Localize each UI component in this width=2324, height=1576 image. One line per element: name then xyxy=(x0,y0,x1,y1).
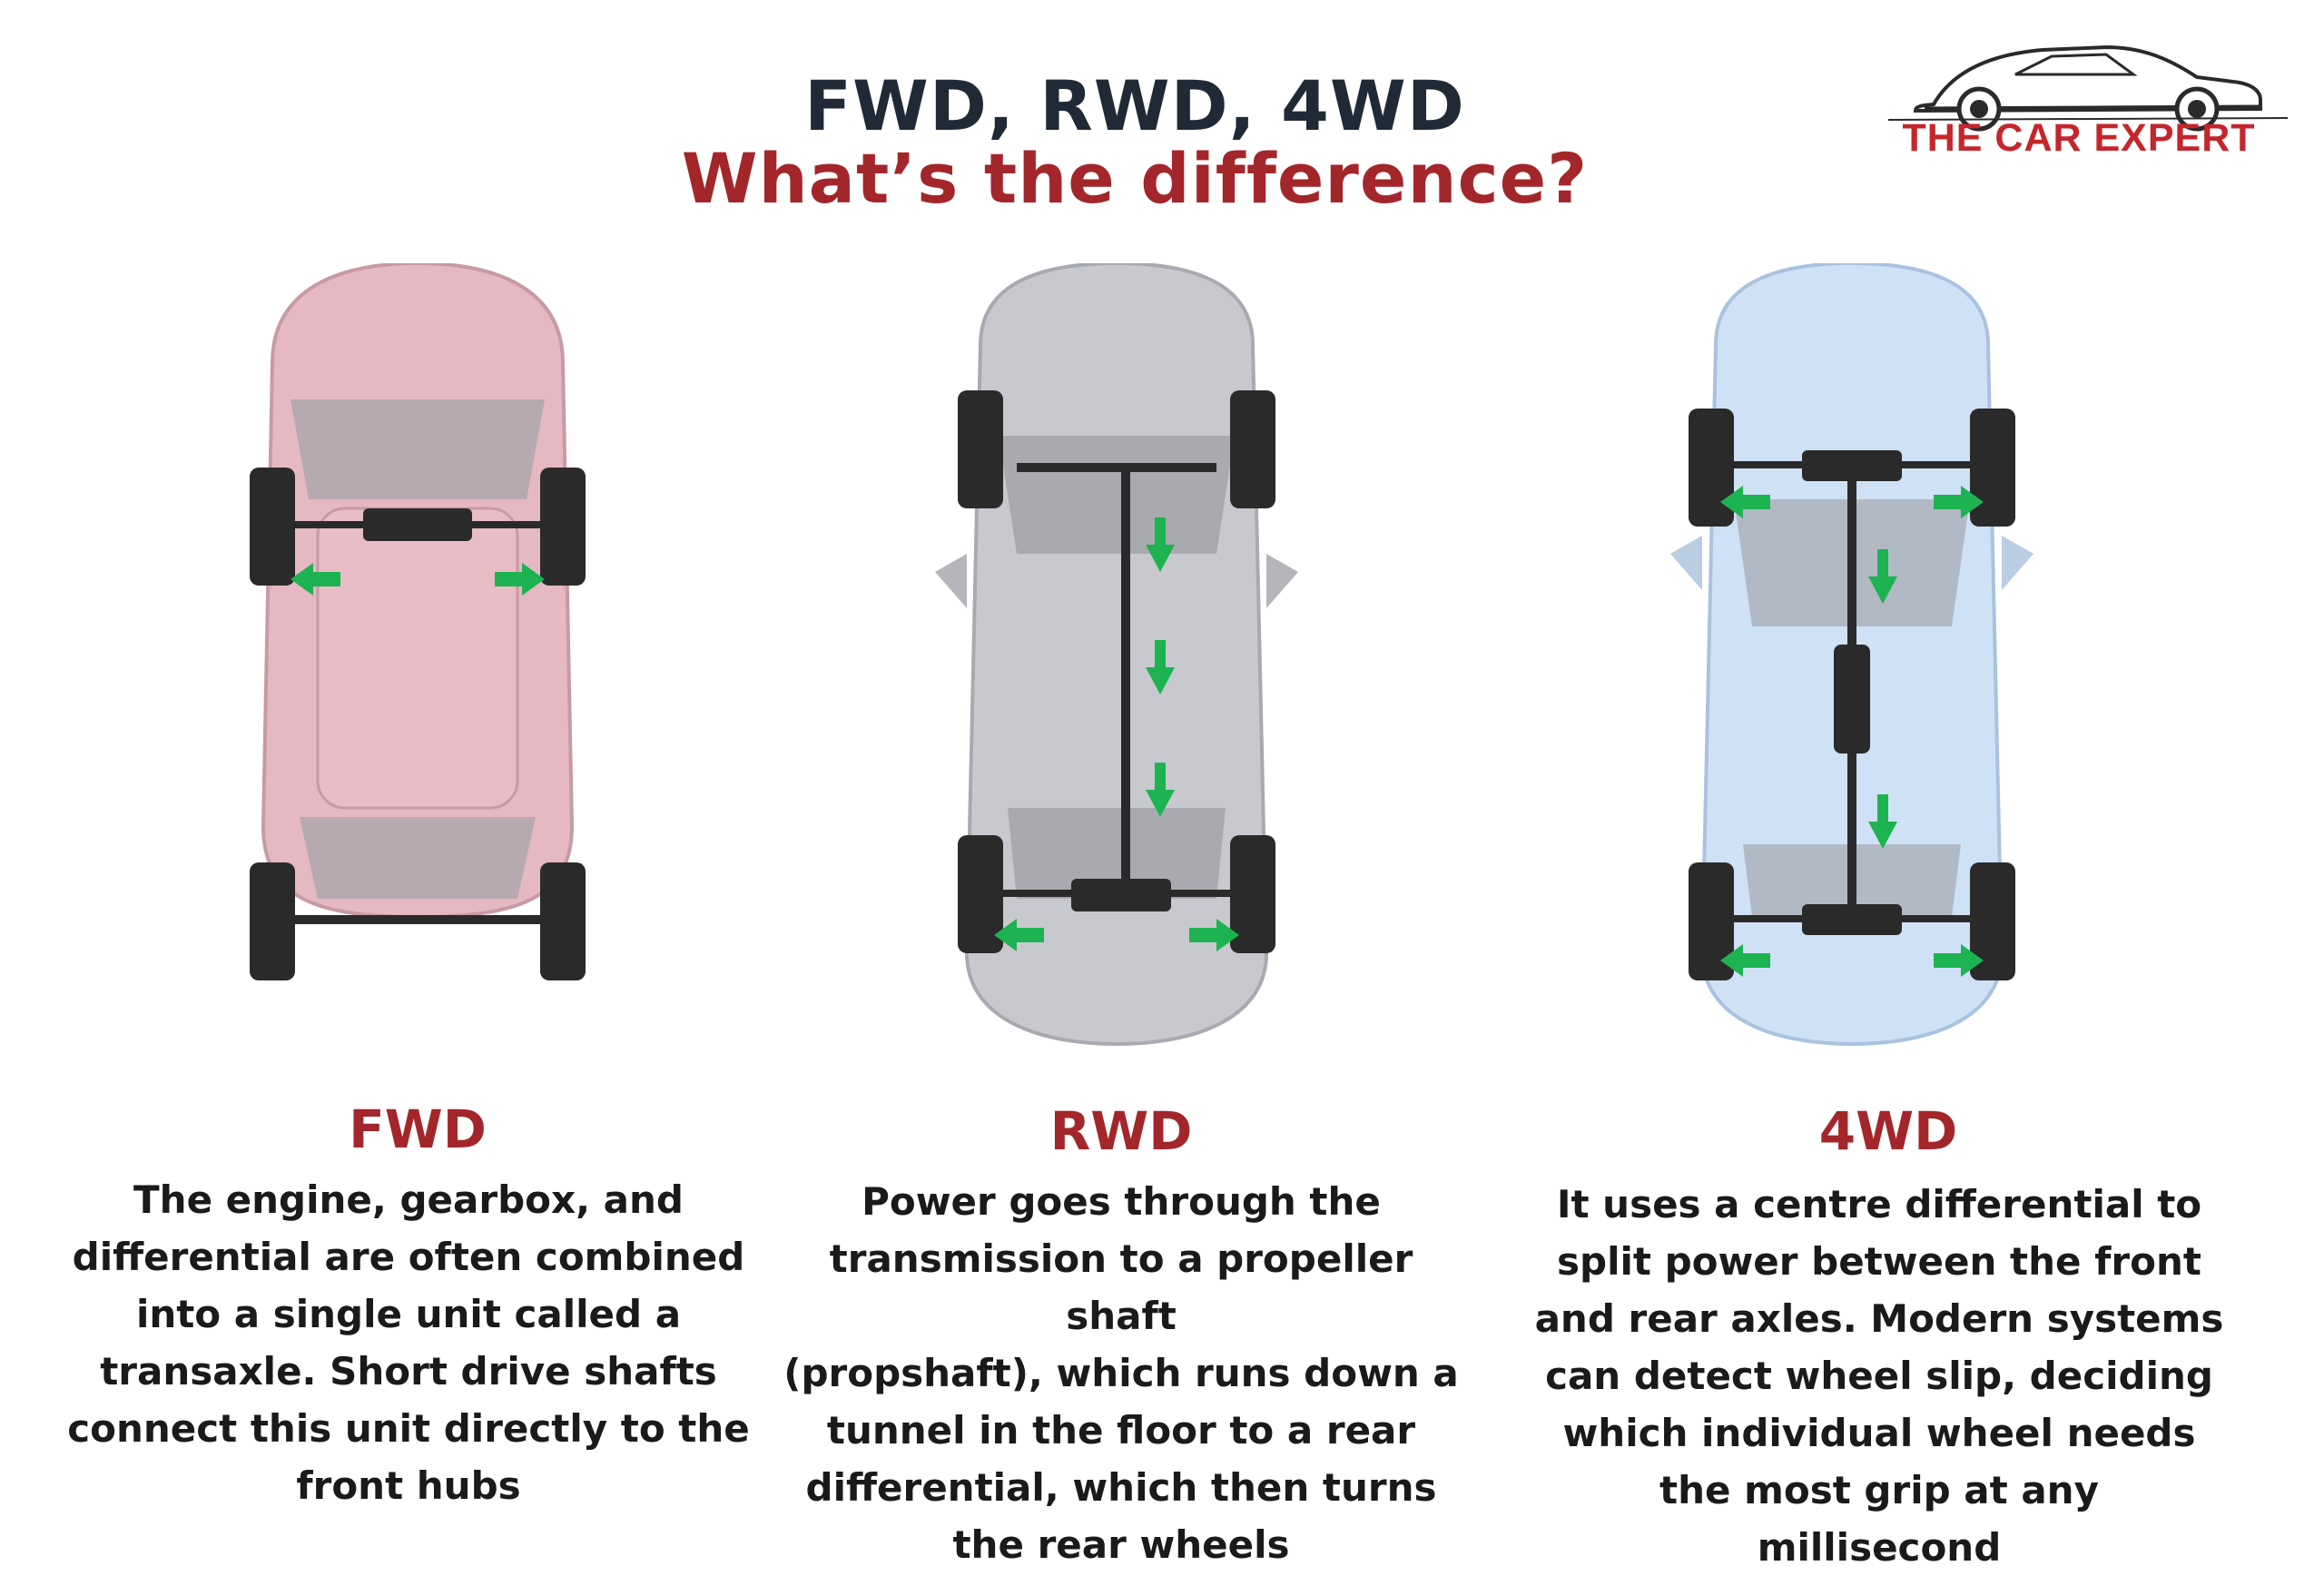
front-differential xyxy=(1802,450,1902,481)
rear-axle xyxy=(295,915,540,924)
description-line: Power goes through the xyxy=(862,1179,1381,1224)
right-arrow-icon xyxy=(1189,919,1239,951)
rear-differential xyxy=(1071,879,1171,911)
4wd-description: It uses a centre differential to split p… xyxy=(1534,1176,2224,1576)
description-line: connect this unit directly to the xyxy=(67,1406,750,1451)
description-line: can detect wheel slip, deciding xyxy=(1545,1354,2213,1398)
description-line: into a single unit called a xyxy=(135,1292,682,1336)
front-left-wheel xyxy=(958,390,1003,508)
propshaft xyxy=(1121,463,1130,881)
down-arrow-icon xyxy=(1868,549,1897,604)
rwd-description: Power goes through the transmission to a… xyxy=(776,1173,1466,1573)
description-line: and rear axles. Modern systems xyxy=(1534,1296,2224,1341)
down-arrow-icon xyxy=(1146,640,1175,694)
right-arrow-icon xyxy=(1934,944,1984,977)
rwd-car-diagram xyxy=(935,263,1298,1047)
rear-differential xyxy=(1802,904,1902,935)
description-line: tunnel in the floor to a rear xyxy=(826,1408,1416,1453)
fwd-label: FWD xyxy=(349,1098,487,1160)
right-arrow-icon xyxy=(1934,486,1984,518)
brand-logo-text: THE CAR EXPERT xyxy=(1902,116,2256,160)
rwd-label: RWD xyxy=(1049,1100,1193,1162)
down-arrow-icon xyxy=(1146,517,1175,572)
description-line: It uses a centre differential to xyxy=(1556,1182,2202,1226)
rear-left-wheel xyxy=(958,835,1003,953)
car-silhouette-icon xyxy=(1887,44,2289,132)
front-left-wheel xyxy=(1689,409,1734,527)
description-line: front hubs xyxy=(296,1463,521,1508)
page-subtitle: What’s the difference? xyxy=(681,138,1589,219)
description-line: which individual wheel needs xyxy=(1562,1411,2196,1455)
description-line: the most grip at any millisecond xyxy=(1659,1468,2099,1570)
front-left-wheel xyxy=(250,468,295,586)
description-line: transaxle. Short drive shafts xyxy=(100,1349,717,1394)
left-arrow-icon xyxy=(290,563,340,596)
rear-right-wheel xyxy=(540,862,586,980)
left-arrow-icon xyxy=(1720,486,1770,518)
description-line: split power between the front xyxy=(1557,1239,2201,1284)
rear-left-wheel xyxy=(250,862,295,980)
left-arrow-icon xyxy=(1720,944,1770,977)
description-line: differential, which then turns xyxy=(805,1465,1437,1510)
description-line: differential are often combined xyxy=(72,1235,745,1279)
4wd-car-diagram xyxy=(1670,263,2034,1047)
description-line: the rear wheels xyxy=(952,1522,1290,1567)
left-arrow-icon xyxy=(994,919,1044,951)
fwd-car-diagram xyxy=(250,263,586,980)
rear-left-wheel xyxy=(1689,862,1734,980)
4wd-label: 4WD xyxy=(1818,1100,1958,1162)
description-line: (propshaft), which runs down a xyxy=(783,1351,1459,1395)
right-arrow-icon xyxy=(495,563,545,596)
centre-differential xyxy=(1834,645,1870,754)
fwd-description: The engine, gearbox, and differential ar… xyxy=(64,1171,753,1514)
description-line: transmission to a propeller shaft xyxy=(829,1236,1413,1338)
front-right-wheel xyxy=(1230,390,1275,508)
front-axle xyxy=(1017,463,1216,472)
page-title: FWD, RWD, 4WD xyxy=(804,65,1465,146)
description-line: The engine, gearbox, and xyxy=(133,1177,684,1222)
front-right-wheel xyxy=(1970,409,2015,527)
transaxle xyxy=(363,508,472,541)
rear-right-wheel xyxy=(1230,835,1275,953)
front-right-wheel xyxy=(540,468,586,586)
rear-right-wheel xyxy=(1970,862,2015,980)
down-arrow-icon xyxy=(1868,794,1897,849)
down-arrow-icon xyxy=(1146,763,1175,817)
